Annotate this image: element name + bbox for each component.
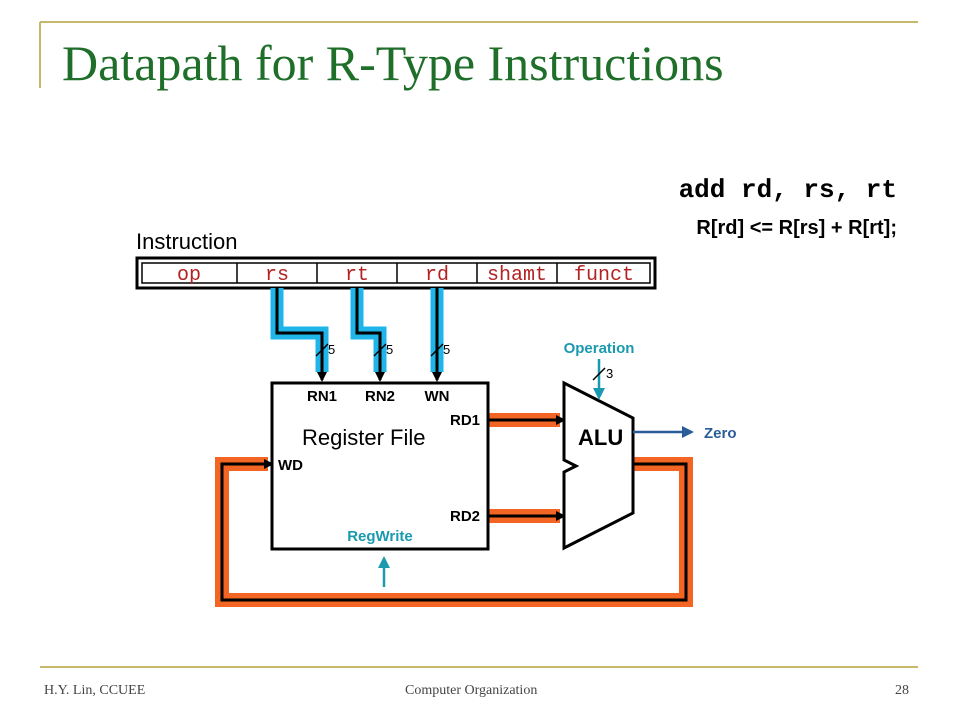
zero-output: Zero — [633, 425, 737, 442]
rs-width-slash — [315, 343, 329, 357]
register-file: Register File RN1 RN2 WN RD1 RD2 WD RegW… — [270, 381, 490, 551]
rd-width-slash — [430, 343, 444, 357]
rt-bus-highlight — [350, 288, 387, 372]
wd-port: WD — [278, 457, 303, 474]
footer-author: H.Y. Lin, CCUEE — [44, 683, 146, 698]
wn-port: WN — [425, 388, 450, 405]
field-op: op — [177, 264, 201, 287]
zero-arrow-head — [682, 426, 694, 438]
register-file-label: Register File — [302, 425, 425, 450]
field-rd: rd — [425, 264, 449, 287]
black-buses — [275, 288, 442, 382]
operation-width: 3 — [606, 366, 613, 381]
field-funct: funct — [574, 264, 634, 287]
rd-bus-width: 5 — [443, 342, 450, 357]
instruction-inner-box — [141, 262, 651, 284]
operation-width-slash — [592, 367, 606, 381]
slide-title: Datapath for R-Type Instructions — [62, 35, 724, 91]
alu-label: ALU — [578, 425, 623, 450]
instruction-semantics: R[rd] <= R[rs] + R[rt]; — [696, 217, 897, 239]
rn1-port: RN1 — [307, 388, 337, 405]
regwrite-control — [378, 556, 390, 587]
rs-bus — [275, 288, 327, 382]
writeback-loop — [215, 457, 693, 607]
writeback-loop-wire — [220, 459, 688, 602]
instruction-label: Instruction — [136, 229, 238, 254]
rd2-port: RD2 — [450, 508, 480, 525]
operation-arrow-head — [593, 388, 605, 400]
footer-course: Computer Organization — [405, 683, 538, 698]
bus-width-marks — [315, 343, 444, 357]
operation-label: Operation — [564, 340, 635, 357]
rt-bus-width: 5 — [386, 342, 393, 357]
operation-control: Operation 3 — [564, 340, 635, 400]
read-data-buses — [488, 413, 566, 523]
field-rs: rs — [265, 264, 289, 287]
instruction-code: add rd, rs, rt — [679, 175, 897, 205]
rs-bus-width: 5 — [328, 342, 335, 357]
field-shamt: shamt — [487, 264, 547, 287]
rd1-port: RD1 — [450, 412, 480, 429]
regwrite-label: RegWrite — [347, 528, 413, 545]
regwrite-arrow-head — [378, 556, 390, 568]
alu: ALU — [562, 380, 635, 551]
zero-label: Zero — [704, 425, 737, 442]
rt-width-slash — [373, 343, 387, 357]
instruction-fields: op rs rt rd shamt funct — [135, 256, 657, 290]
field-rt: rt — [345, 264, 369, 287]
rn2-port: RN2 — [365, 388, 395, 405]
rs-bus-highlight — [270, 288, 329, 372]
page-number: 28 — [895, 683, 909, 698]
register-file-box — [270, 381, 490, 551]
rt-bus — [355, 288, 385, 382]
alu-shape — [562, 380, 635, 551]
